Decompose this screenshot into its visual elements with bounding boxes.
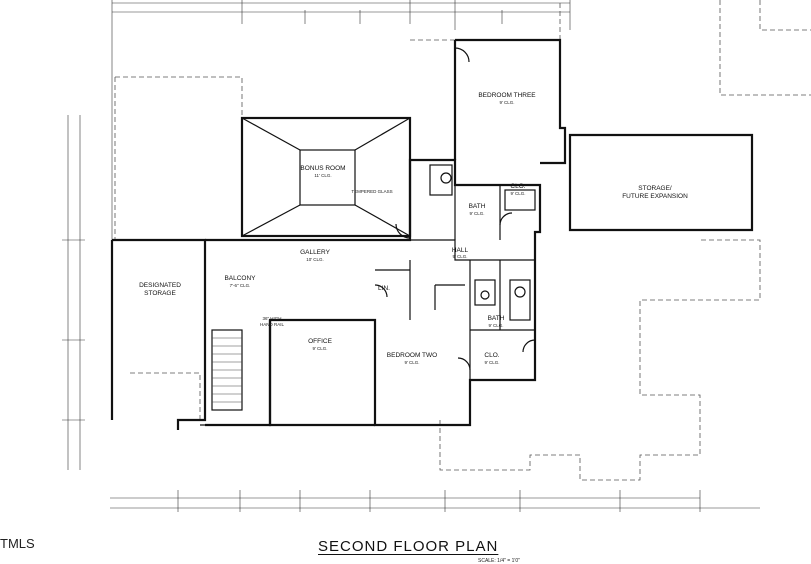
handrail-note-2: HAND RAIL [260,322,285,327]
closet-two-ceiling: 9' CLG. [484,360,499,365]
office-ceiling: 9' CLG. [312,346,327,351]
bedroom-two-label: BEDROOM TWO [387,352,437,359]
closet-two-label: CLO. [484,352,499,359]
designated-storage-label-2: STORAGE [144,290,176,297]
bath-two-ceiling: 9' CLG. [488,323,503,328]
bath-one-ceiling: 9' CLG. [469,211,484,216]
bonus-room-label: BONUS ROOM [300,165,345,172]
watermark-text: TMLS [0,536,35,551]
linen-label: LIN. [378,285,390,292]
left-dimension-lines [62,115,85,470]
storage-label-2: FUTURE EXPANSION [622,193,688,200]
plan-title: SECOND FLOOR PLAN [318,538,499,555]
exterior-walls [110,38,754,430]
bath-two-label: BATH [488,315,505,322]
bedroom-three-label: BEDROOM THREE [478,92,536,99]
gallery-label: GALLERY [300,249,331,256]
bedroom-two-ceiling: 9' CLG. [404,360,419,365]
door-swings [374,47,536,371]
handrail-note: 36" HIGH [262,316,281,321]
bonus-room-ceiling: 11' CLG. [314,173,331,178]
bath-one-label: BATH [469,203,486,210]
closet-one-ceiling: 9' CLG. [510,191,525,196]
bonus-room-ceiling [241,117,411,237]
stairs [200,329,270,426]
hall-ceiling: 9' CLG. [452,254,467,259]
storage-label: STORAGE/ [638,185,672,192]
plan-scale: SCALE: 1/4" = 1'0" [478,558,520,564]
closet-one-label: CLO. [510,183,525,190]
balcony-label: BALCONY [224,275,256,282]
room-labels: BONUS ROOM 11' CLG. TEMPERED GLASS BEDRO… [139,92,688,365]
gallery-ceiling: 10' CLG. [306,257,324,262]
tempered-glass-note: TEMPERED GLASS [351,189,392,194]
hall-label: HALL [452,247,469,254]
office-label: OFFICE [308,338,332,345]
designated-storage-label: DESIGNATED [139,282,181,289]
top-dimension-lines [111,0,571,240]
dashed-outlines [114,0,811,481]
balcony-ceiling: 7'-6" CLG. [230,283,251,288]
bedroom-three-ceiling: 9' CLG. [499,100,514,105]
bottom-dimension-lines [110,490,760,512]
